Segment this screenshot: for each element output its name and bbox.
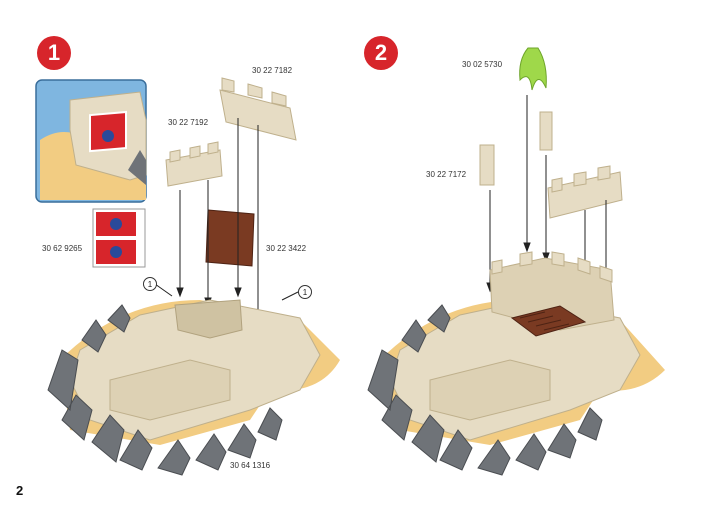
- sticker-callout-left: 1: [143, 277, 157, 291]
- plant-piece: [519, 47, 547, 91]
- wall-piece-top: [219, 77, 297, 141]
- part-number-sticker: 30 62 9265: [42, 244, 83, 253]
- part-number-left-wall: 30 22 7192: [168, 118, 209, 127]
- island-base-step2: [367, 251, 665, 476]
- part-number-plant: 30 02 5730: [462, 60, 503, 69]
- island-base-step1: [47, 299, 340, 476]
- sticker-sheet: [92, 208, 146, 268]
- step-1-badge: 1: [37, 36, 71, 70]
- part-number-door: 30 22 3422: [266, 244, 307, 253]
- wall-piece-step2: [547, 165, 623, 219]
- inset-detail-image: [35, 79, 147, 203]
- wall-piece-left: [165, 141, 223, 187]
- door-piece: [205, 209, 255, 267]
- part-number-top-wall: 30 22 7182: [252, 66, 293, 75]
- pillar-pieces: [479, 111, 553, 186]
- part-number-pillar: 30 22 7172: [426, 170, 467, 179]
- step-2-badge: 2: [364, 36, 398, 70]
- sticker-callout-right: 1: [298, 285, 312, 299]
- page-number: 2: [16, 483, 24, 498]
- part-number-base: 30 64 1316: [230, 461, 271, 470]
